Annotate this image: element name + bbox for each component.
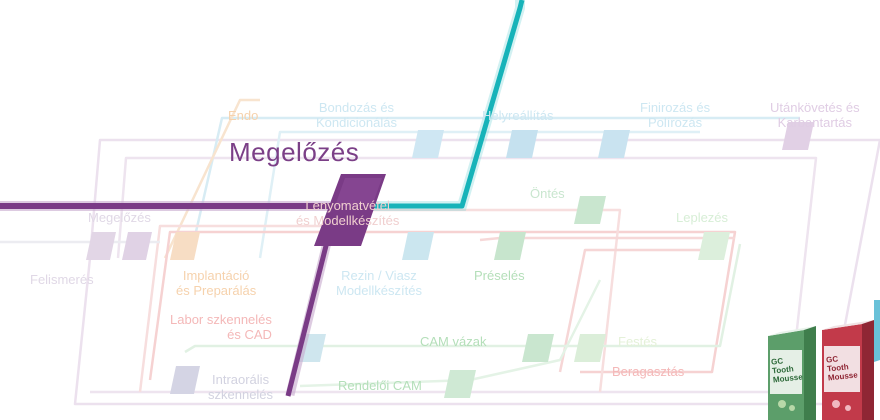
- station-label-beragasztas[interactable]: Beragasztás: [612, 364, 685, 379]
- station-marker: [170, 366, 200, 394]
- station-label-ontes[interactable]: Öntés: [530, 186, 565, 201]
- station-marker: [782, 122, 814, 150]
- station-marker: [698, 232, 730, 260]
- station-marker: [522, 334, 554, 362]
- station-markers: [86, 122, 814, 398]
- station-label-rendeloi-cam[interactable]: Rendelői CAM: [338, 378, 422, 393]
- highlight-station-label[interactable]: Megelőzés: [229, 137, 360, 167]
- station-marker: [170, 232, 200, 260]
- station-label-endo[interactable]: Endo: [228, 108, 259, 123]
- station-marker: [402, 232, 434, 260]
- station-marker: [412, 130, 444, 158]
- line-faint-green: [184, 243, 742, 354]
- station-label-megelozes[interactable]: Megelőzés: [88, 210, 151, 225]
- station-marker: [444, 370, 476, 398]
- station-marker: [122, 232, 152, 260]
- station-label-helyreallitas[interactable]: Helyreállítás: [482, 108, 554, 123]
- line-faint-purple-inner: [90, 156, 818, 394]
- station-marker: [506, 130, 538, 158]
- station-label-cam-vazak[interactable]: CAM vázak: [420, 334, 487, 349]
- station-marker: [494, 232, 526, 260]
- station-marker: [574, 196, 606, 224]
- line-faint-blue-2: [258, 130, 700, 259]
- line-teal: [362, 0, 525, 209]
- line-faint-purple-outer: [73, 138, 880, 406]
- station-label-festes[interactable]: Festés: [618, 334, 658, 349]
- line-faint-red-3: [558, 248, 720, 373]
- station-label-leplezes[interactable]: Leplezés: [676, 210, 729, 225]
- station-marker: [574, 334, 606, 362]
- line-faint-green-2: [299, 279, 602, 388]
- station-label-preseles[interactable]: Préselés: [474, 268, 525, 283]
- highlight-station-marker: [314, 174, 386, 246]
- station-label-felismeres[interactable]: Felismerés: [30, 272, 94, 287]
- line-purple-diag: [285, 229, 333, 397]
- line-faint-blue-top: [188, 116, 800, 259]
- station-marker: [86, 232, 116, 260]
- line-faint-red-1: [148, 230, 737, 381]
- station-marker: [598, 130, 630, 158]
